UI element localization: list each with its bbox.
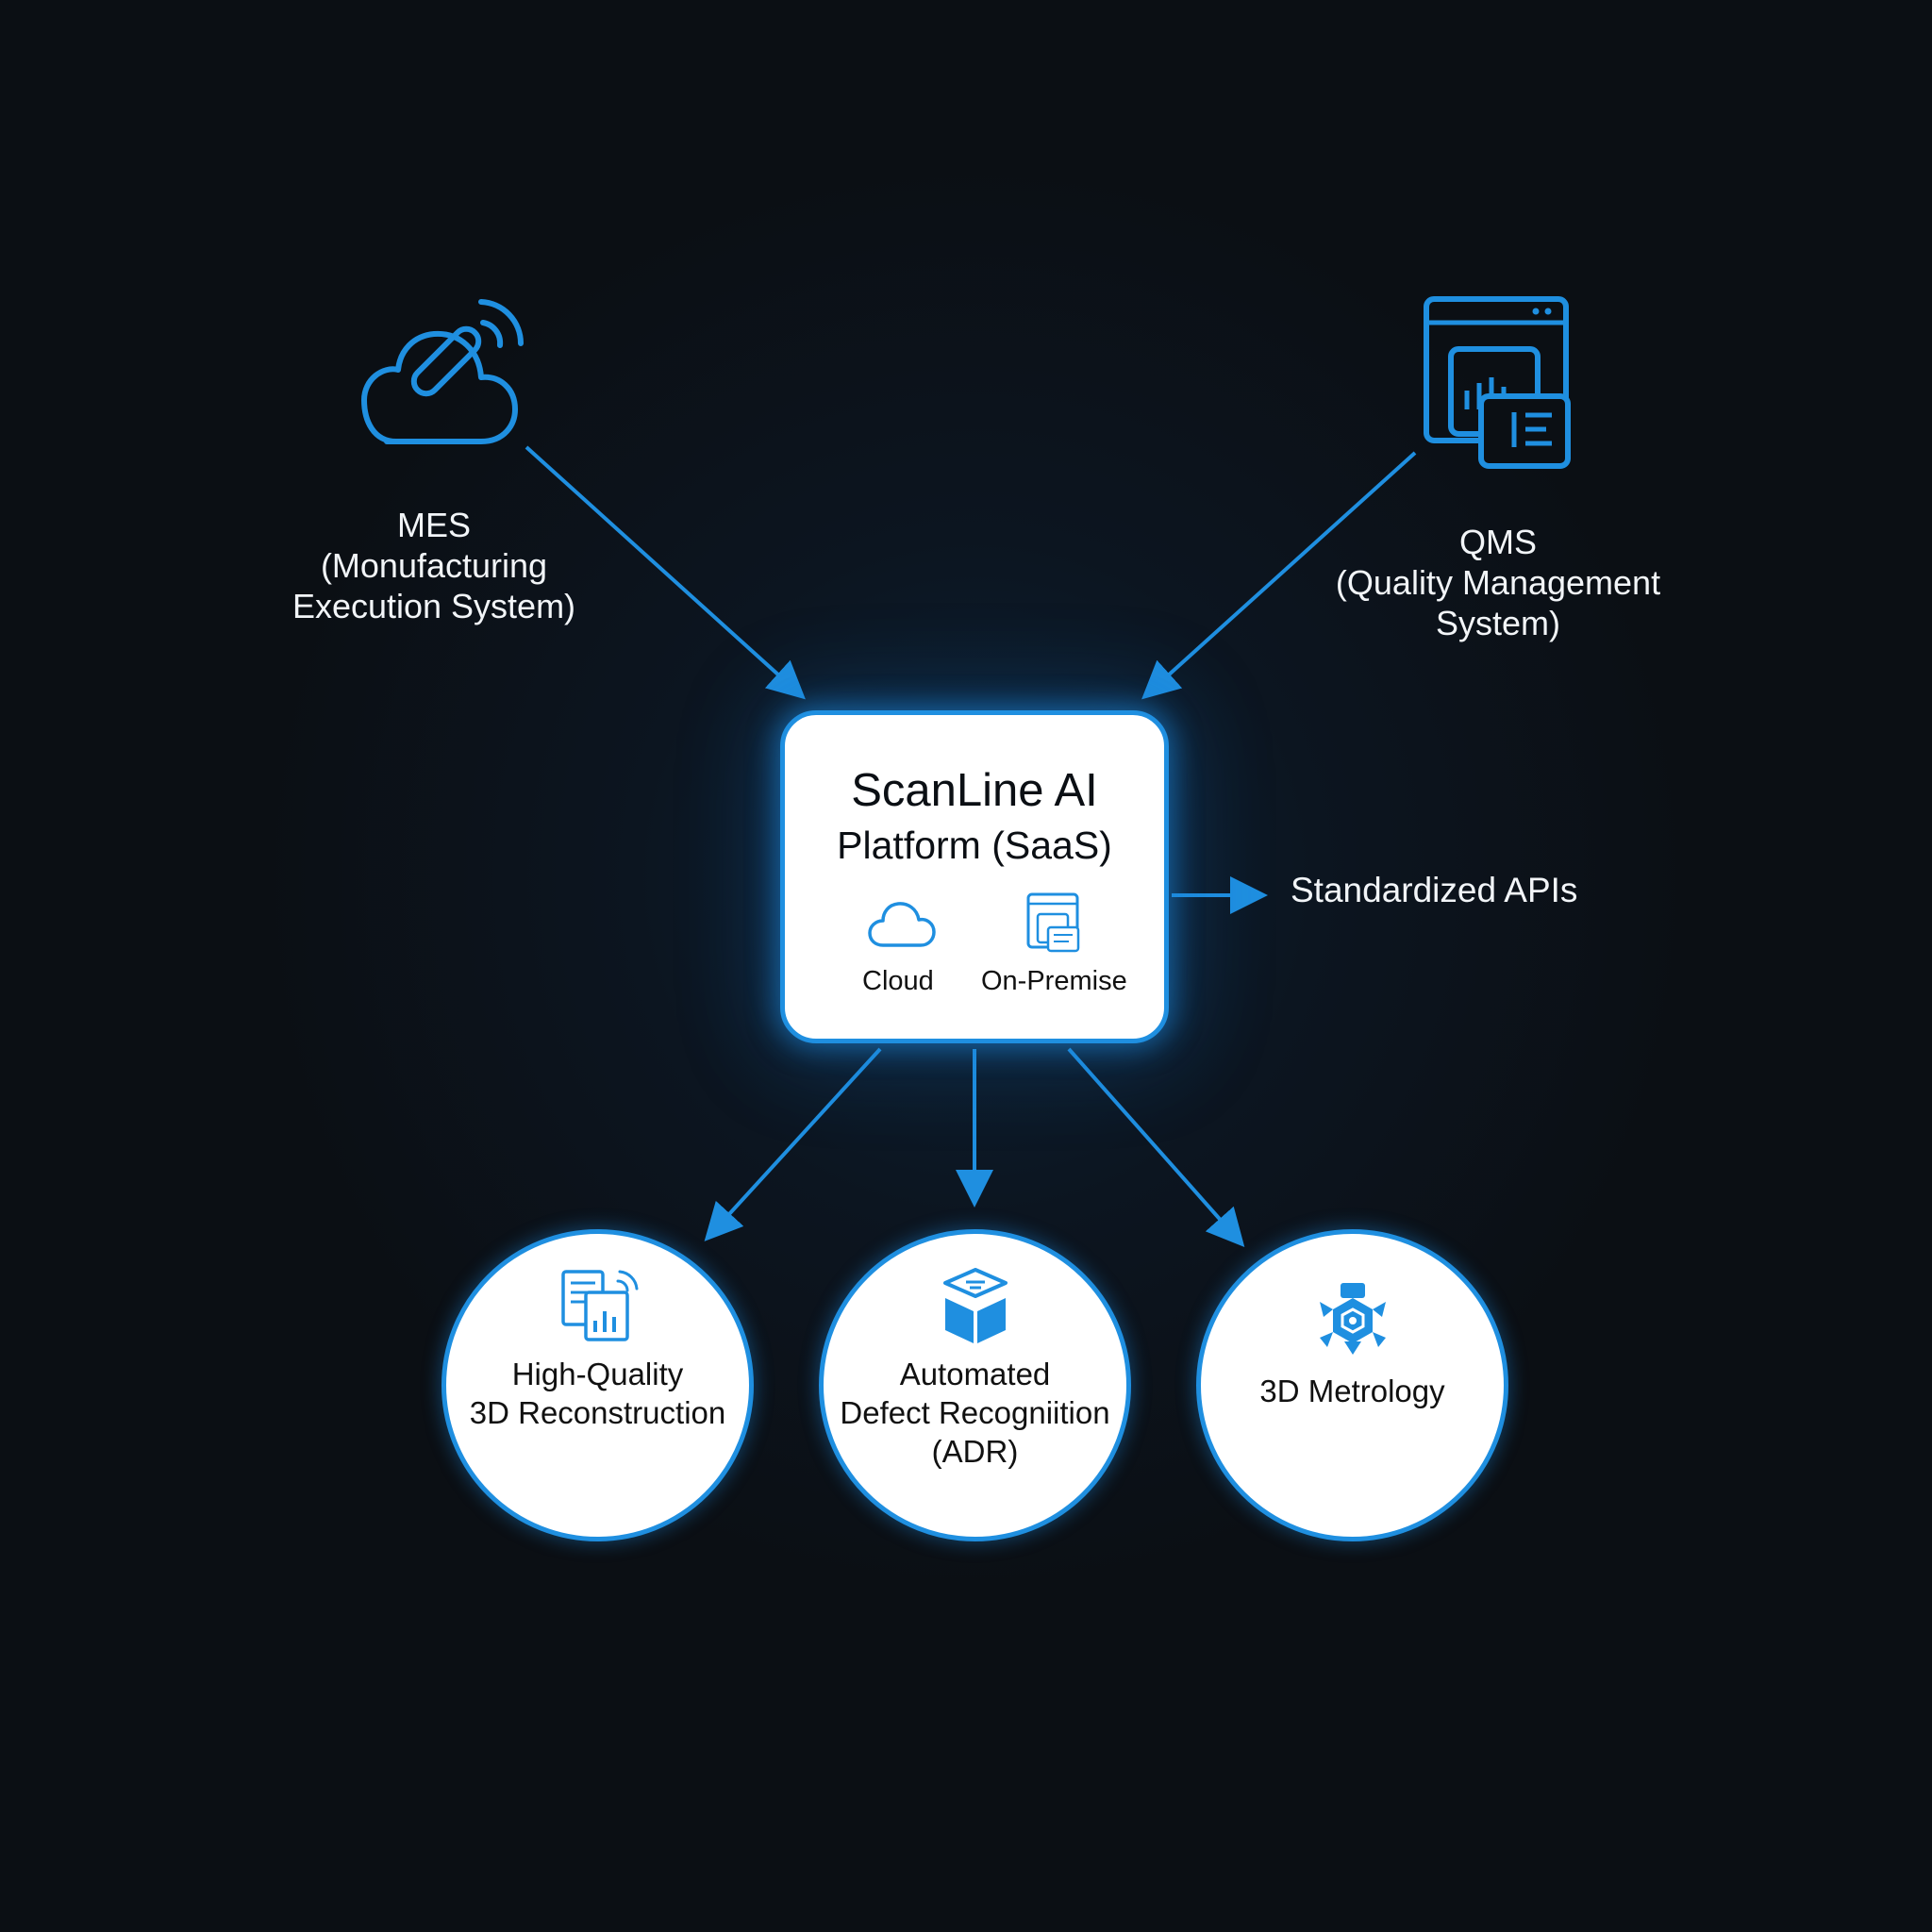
mes-node <box>330 283 547 458</box>
qms-label-line1: QMS <box>1458 523 1537 561</box>
capability-adr-line1: Automated <box>899 1357 1051 1391</box>
mes-label-line3: Execution System) <box>291 587 576 625</box>
api-label: Standardized APIs <box>1291 871 1578 909</box>
metrology-robot-icon <box>1319 1283 1386 1355</box>
cloud-icon <box>868 902 936 947</box>
capability-reconstruction-line1: High-Quality <box>511 1357 684 1391</box>
capability-adr-line3: (ADR) <box>931 1434 1019 1469</box>
qms-label-line2: (Quality Management <box>1335 563 1661 602</box>
qms-node <box>1420 294 1571 474</box>
arrow-mes-to-platform <box>525 445 806 700</box>
capability-adr: Automated Defect Recogniition (ADR) <box>819 1229 1131 1541</box>
box-inspection-icon <box>942 1268 1008 1343</box>
documents-chart-icon <box>560 1270 638 1341</box>
capability-adr-line2: Defect Recogniition <box>840 1395 1110 1430</box>
capability-metrology-label: 3D Metrology <box>1191 1372 1513 1410</box>
dashboard-windows-icon <box>1424 296 1571 469</box>
mes-label: MES (Monufacturing Execution System) <box>245 505 623 626</box>
capability-adr-label: Automated Defect Recogniition (ADR) <box>814 1355 1136 1471</box>
cloud-link-icon <box>361 299 525 444</box>
mode-on-premise-label: On-Premise <box>981 966 1127 996</box>
qms-label: QMS (Quality Management System) <box>1309 522 1687 643</box>
platform-title: ScanLine AI <box>851 765 1098 816</box>
mes-label-line1: MES <box>396 506 471 544</box>
mode-cloud-label: Cloud <box>862 966 934 996</box>
platform-card: ScanLine AI Platform (SaaS) Cloud On-Pre… <box>780 710 1169 1043</box>
server-window-icon <box>1026 892 1080 953</box>
arrow-platform-to-reconstruction <box>704 1047 882 1241</box>
capability-reconstruction: High-Quality 3D Reconstruction <box>441 1229 754 1541</box>
capability-metrology-line1: 3D Metrology <box>1259 1374 1445 1408</box>
capability-metrology: 3D Metrology <box>1196 1229 1508 1541</box>
arrow-qms-to-platform <box>1141 451 1417 700</box>
arrow-platform-to-metrology <box>1067 1047 1245 1247</box>
platform-subtitle: Platform (SaaS) <box>837 824 1112 867</box>
mes-label-line2: (Monufacturing <box>320 546 548 585</box>
capability-reconstruction-line2: 3D Reconstruction <box>469 1395 726 1430</box>
capability-reconstruction-label: High-Quality 3D Reconstruction <box>437 1355 758 1432</box>
qms-label-line3: System) <box>1435 604 1560 642</box>
